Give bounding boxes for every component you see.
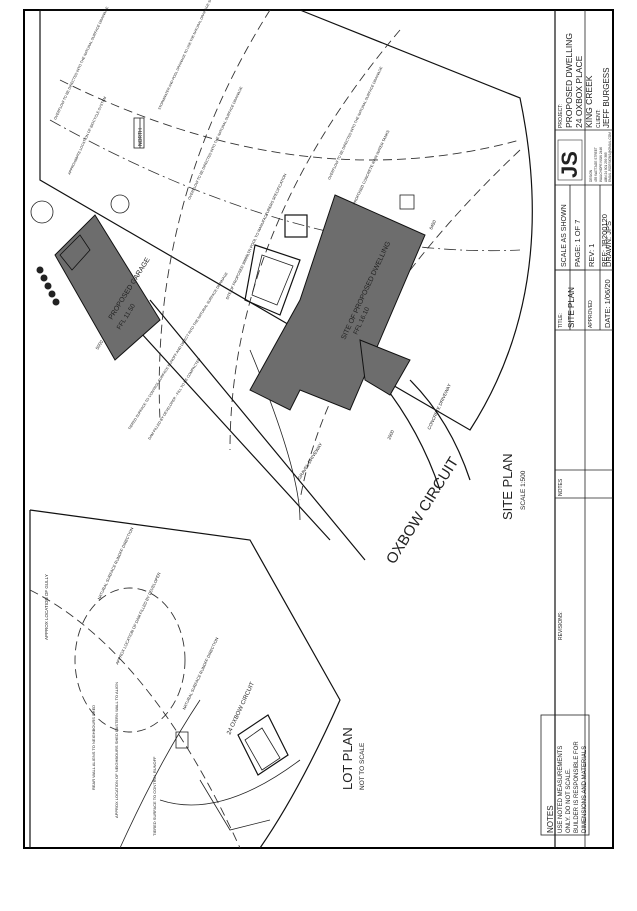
title-block: PROJECT: PROPOSED DWELLING 24 OXBOX PLAC… xyxy=(554,10,613,848)
project-line-1: PROPOSED DWELLING xyxy=(564,33,574,128)
site-street-name: OXBOW CIRCUIT xyxy=(383,454,462,567)
date-label: DATE: 1/06/20 xyxy=(603,279,612,328)
setback-line xyxy=(49,119,521,252)
revisions-label: REVISIONS: xyxy=(558,611,564,640)
drawn-label: DRAWN: JPS xyxy=(604,221,613,267)
title-label: TITLE: xyxy=(558,313,564,328)
tree-row xyxy=(36,266,60,306)
rev-label: REV: 1 xyxy=(587,244,596,267)
lot-tiered-note: TIERED SURFACE TO CONTROL RUNOFF xyxy=(152,756,157,836)
lot-street-name: 24 OXBOW CIRCUIT xyxy=(226,681,256,736)
notes-line-3: BUILDER IS RESPONSIBLE FOR xyxy=(574,741,580,833)
notes-heading: NOTES xyxy=(546,805,555,833)
contour-4 xyxy=(59,79,521,161)
rainwater-label: PROPOSED CONCRETE RAIN WATER TANKS xyxy=(352,129,390,205)
dam-outline xyxy=(74,587,186,733)
pool xyxy=(244,244,301,316)
stormwater-note: STORMWATER AND POOL DRAINAGE TO USE THE … xyxy=(157,0,298,110)
runoff-note-2: NATURAL SURFACE RUNOFF DIRECTION xyxy=(181,637,219,711)
shed-note: APPROX LOCATION OF NEIGHBOURS SHED EASTE… xyxy=(114,682,119,818)
concrete-driveway xyxy=(379,379,471,491)
project-line-2: 24 OXBOX PLACE xyxy=(574,55,584,128)
gully-note: APPROX LOCATION OF GULLY xyxy=(44,574,49,640)
dim-6450: 6450 xyxy=(428,219,437,231)
rear-wall-note: REAR WALL ALIGNS TO NEIGHBOURS SHED xyxy=(91,705,96,790)
notes-line-1: USE NOTED MEASUREMENTS xyxy=(558,746,564,833)
notes-line-4: DIMENSIONS AND MATERIALS xyxy=(582,746,588,833)
lot-boundary xyxy=(29,509,341,849)
approved-label: APPROVED xyxy=(588,300,594,328)
scale-label: SCALE AS SHOWN xyxy=(561,204,568,267)
firm-line-5: EMAIL JSDESIGNS@GMAIL.COM xyxy=(608,132,612,182)
lot-plan: APPROX LOCATION OF GULLY APPROX LOCATION… xyxy=(29,509,366,849)
lot-shed xyxy=(175,731,189,749)
firm-line-4: ABN 24 901 299 385 xyxy=(604,152,608,182)
title-value: SITE PLAN xyxy=(567,287,576,328)
dim-5000: 5000 xyxy=(95,339,105,351)
ref-label: REF: JB200120 xyxy=(600,214,609,267)
gravel-driveway-label: GRAVEL DRIVEWAY xyxy=(297,442,324,481)
gravel-driveway xyxy=(119,299,366,561)
site-plan: PROPOSED GARAGE FFL 11.50 SITE OF PROPOS… xyxy=(30,0,533,567)
septic-tank-2 xyxy=(110,194,130,214)
septic-note: APPROXIMATE LOCATION OF BIOCYCLE SYSTEM xyxy=(67,96,107,175)
notes-label: NOTES xyxy=(558,478,564,496)
contour-1 xyxy=(158,9,271,421)
rainwater-tank xyxy=(284,214,308,238)
notes-line-2: ONLY. DO NOT SCALE. xyxy=(566,768,572,833)
pool-label: SITE OF PROPOSED 30000LTR POOL TO MANUFA… xyxy=(225,173,287,301)
site-lot-boundary xyxy=(39,9,533,431)
logo-initials: JS xyxy=(557,151,582,178)
dwelling: SITE OF PROPOSED DWELLING FFL 16.10 xyxy=(249,194,426,411)
firm-logo: JS xyxy=(557,139,583,181)
firm-line-3: WAUCHOPE NSW 2446 xyxy=(599,147,603,182)
rainwater-tank-2 xyxy=(399,194,415,210)
north-arrow: NORTH xyxy=(133,117,145,149)
firm-line-1: DESIGN xyxy=(589,169,593,182)
dim-2900: 2900 xyxy=(386,429,395,441)
lot-plan-scale: NOT TO SCALE xyxy=(359,742,366,790)
firm-line-2: 455 WATTAGE STREET xyxy=(594,147,598,182)
client-name: JEFF BURGESS xyxy=(602,68,611,128)
septic-tank-1 xyxy=(30,200,54,224)
notes-box: NOTES USE NOTED MEASUREMENTS ONLY. DO NO… xyxy=(540,714,590,836)
client-label: CLIENT: xyxy=(596,109,602,128)
sheet-border xyxy=(23,9,614,849)
gully-line xyxy=(29,589,241,849)
project-label: PROJECT: xyxy=(558,104,564,128)
contour-2 xyxy=(229,29,401,451)
dam-note: APPROX LOCATION OF DAM FILLED BY DEVELOP… xyxy=(114,571,161,665)
garage: PROPOSED GARAGE FFL 11.50 xyxy=(54,214,161,361)
project-line-3: KING CREEK xyxy=(584,75,594,128)
page-label: PAGE: 1 OF 7 xyxy=(573,220,582,267)
overflow-note-2: OVERFLOW TO BE DIRECTED INTO THE NATURAL… xyxy=(187,85,243,200)
lot-plan-title: LOT PLAN xyxy=(340,727,355,790)
north-label: NORTH xyxy=(138,128,144,146)
lot-house xyxy=(237,714,289,776)
site-plan-title: SITE PLAN xyxy=(500,454,515,520)
site-plan-scale: SCALE 1:500 xyxy=(520,470,527,510)
runoff-note-1: NATURAL SURFACE RUNOFF DIRECTION xyxy=(96,527,134,601)
